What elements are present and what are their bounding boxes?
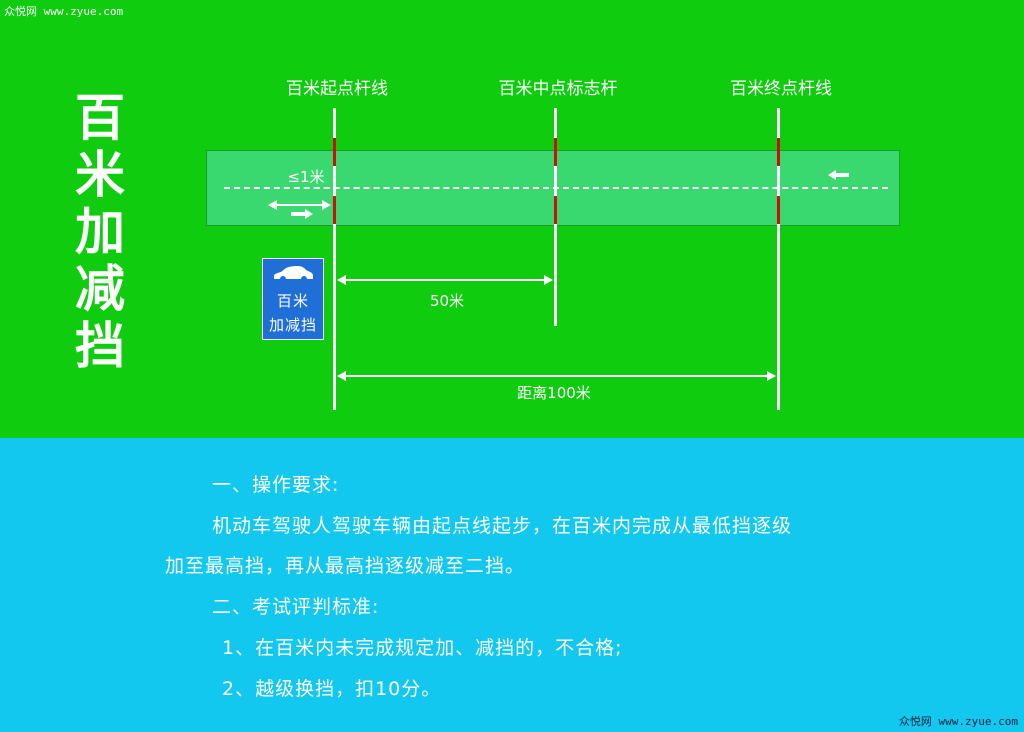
- req-paragraph-1b: 加至最高挡，再从最高挡逐级减至二挡。: [165, 555, 526, 577]
- middle-pole: [554, 108, 557, 326]
- car-icon: [274, 266, 313, 282]
- direction-arrow-icon: [828, 170, 849, 180]
- start-limit-double-arrow-icon: [268, 200, 331, 210]
- start-pole: [333, 108, 336, 410]
- end-pole-red-marker: [777, 196, 780, 224]
- sign-line1: 百米: [276, 292, 309, 310]
- sign-line2: 加减挡: [268, 316, 317, 334]
- dim-50-label: 50米: [429, 292, 465, 310]
- watermark-top: 众悦网 www.zyue.com: [4, 5, 124, 18]
- end-pole: [777, 108, 780, 410]
- course-sign: 百米 加减挡: [262, 258, 324, 340]
- req-heading-1: 一、操作要求:: [212, 474, 340, 496]
- req-paragraph-1a: 机动车驾驶人驾驶车辆由起点线起步，在百米内完成从最低挡逐级: [212, 515, 793, 537]
- start-pole-red-marker: [333, 196, 336, 224]
- req-item-2: 2、越级换挡，扣10分。: [222, 678, 442, 700]
- requirements-area: [0, 438, 1024, 732]
- middle-pole-label: 百米中点标志杆: [498, 79, 618, 99]
- middle-pole-red-marker: [554, 138, 557, 166]
- req-item-1: 1、在百米内未完成规定加、减挡的，不合格;: [222, 637, 623, 659]
- small-right-arrow-icon: [291, 209, 313, 219]
- middle-pole-red-marker: [554, 196, 557, 224]
- dim-50-arrow-icon: [337, 275, 553, 285]
- start-pole-label: 百米起点杆线: [286, 79, 388, 99]
- start-limit-label: ≤1米: [287, 168, 325, 186]
- end-pole-red-marker: [777, 138, 780, 166]
- watermark-bottom: 众悦网 www.zyue.com: [898, 715, 1018, 728]
- start-pole-red-marker: [333, 138, 336, 166]
- arrows-layer: [268, 170, 849, 381]
- req-heading-2: 二、考试评判标准:: [212, 596, 380, 618]
- end-pole-label: 百米终点杆线: [730, 79, 832, 99]
- dim-100-label: 距离100米: [517, 384, 591, 402]
- vertical-title: 百米加减挡: [75, 89, 125, 375]
- dim-100-arrow-icon: [337, 371, 776, 381]
